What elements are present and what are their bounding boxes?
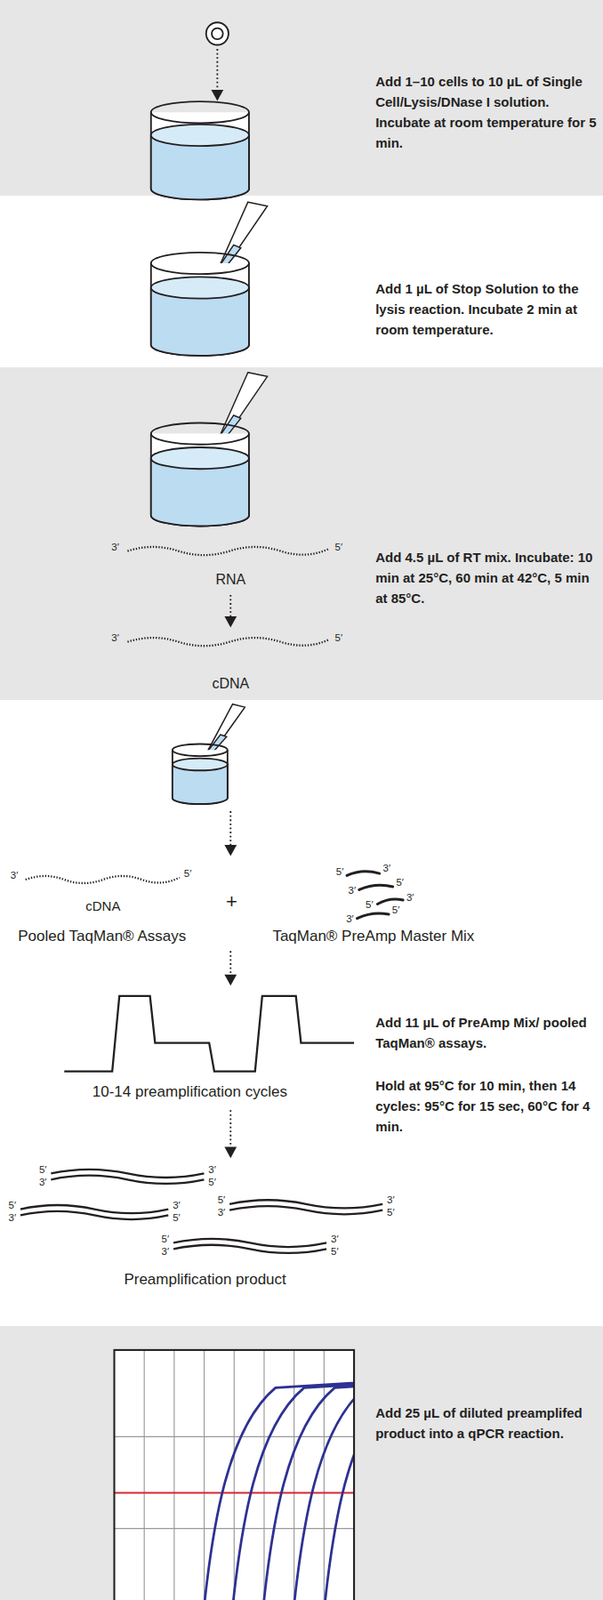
strand-end: 3′ xyxy=(161,1246,170,1258)
strand-end: 3′ xyxy=(10,870,19,883)
strand-end: 5′ xyxy=(330,1246,339,1258)
cycle-label: 10-14 preamplification cycles xyxy=(92,1083,288,1102)
strand-end: 3′ xyxy=(111,541,120,554)
step-band: Add 4.5 µL of RT mix. Incubate: 10 min a… xyxy=(0,367,603,700)
flow-arrows xyxy=(217,48,231,1148)
reagent-label: TaqMan® PreAmp Master Mix xyxy=(272,927,475,946)
cell-nucleus xyxy=(211,28,224,41)
product-label: Preamplification product xyxy=(123,1270,286,1289)
cell-icon xyxy=(206,22,229,45)
step-instruction: Add 1 µL of Stop Solution to the lysis r… xyxy=(375,278,598,340)
tube xyxy=(172,743,228,804)
strand-end: 5′ xyxy=(336,866,345,878)
strand-end: 3′ xyxy=(330,1233,339,1246)
strand-end: 5′ xyxy=(161,1233,170,1246)
dna-strand xyxy=(50,1175,204,1184)
strand-end: 3′ xyxy=(208,1164,217,1176)
molecule-label: cDNA xyxy=(85,898,121,914)
single-strand xyxy=(25,546,330,884)
thermal-profile xyxy=(64,996,354,1072)
duplex-group xyxy=(20,1169,383,1254)
step-band: Add 11 µL of PreAmp Mix/ pooled TaqMan® … xyxy=(0,699,603,1327)
strand-end: 5′ xyxy=(392,905,401,917)
strand-end: 5′ xyxy=(8,1199,17,1212)
strand-end: 3′ xyxy=(39,1176,48,1189)
step-instruction: Add 4.5 µL of RT mix. Incubate: 10 min a… xyxy=(375,546,598,609)
step-band: Add 1–10 cells to 10 µL of Single Cell/L… xyxy=(0,0,603,196)
strand-end: 5′ xyxy=(395,877,404,890)
strand-end: 5′ xyxy=(365,899,374,911)
strand-end: 3′ xyxy=(386,1195,395,1207)
strand-end: 3′ xyxy=(383,863,392,876)
step-instruction: Add 25 µL of diluted preamplifed product… xyxy=(375,1402,598,1444)
tube xyxy=(151,101,250,200)
tube xyxy=(151,252,250,356)
step-band: Add 1 µL of Stop Solution to the lysis r… xyxy=(0,195,603,368)
dna-strand xyxy=(20,1211,169,1220)
step-instruction: Add 1–10 cells to 10 µL of Single Cell/L… xyxy=(375,71,598,153)
primer-strand xyxy=(346,871,403,919)
molecule-label: RNA xyxy=(215,570,246,587)
step-instruction: Hold at 95°C for 10 min, then 14 cycles:… xyxy=(375,1075,598,1137)
strand-end: 3′ xyxy=(217,1206,226,1219)
strand-end: 3′ xyxy=(406,892,415,904)
qpcr-chart xyxy=(113,1350,529,1600)
strand-end: 3′ xyxy=(172,1199,181,1212)
strand-end: 5′ xyxy=(335,633,344,645)
strand-end: 5′ xyxy=(184,868,193,881)
strand-end: 3′ xyxy=(8,1212,17,1224)
strand-end: 3′ xyxy=(348,884,357,897)
molecule-label: cDNA xyxy=(211,675,250,692)
strand-end: 5′ xyxy=(386,1206,395,1219)
tube-group xyxy=(151,101,250,804)
step-instruction: Add 11 µL of PreAmp Mix/ pooled TaqMan® … xyxy=(375,1012,598,1054)
tube xyxy=(151,422,250,526)
strand-end: 5′ xyxy=(39,1164,48,1176)
strand-end: 5′ xyxy=(172,1212,181,1224)
reagent-label: Pooled TaqMan® Assays xyxy=(17,927,186,946)
strand-end: 5′ xyxy=(217,1195,226,1207)
dna-strand xyxy=(229,1206,383,1215)
strand-end: 3′ xyxy=(345,913,354,925)
dna-strand xyxy=(173,1245,327,1254)
plus-sign: + xyxy=(225,890,238,913)
strand-end: 3′ xyxy=(111,633,120,645)
strand-end: 5′ xyxy=(335,541,344,554)
strand-end: 5′ xyxy=(208,1176,217,1189)
